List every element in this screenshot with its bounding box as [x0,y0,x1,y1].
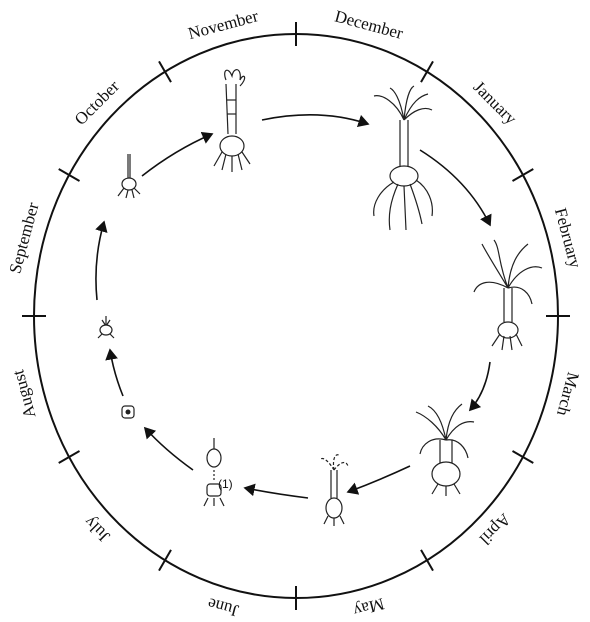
month-label-may: May [351,594,386,621]
arrow-feb-mar [470,362,490,410]
bulb-with-wilting-leaves-icon [320,455,348,526]
month-tick [421,61,433,82]
small-sprout-icon [98,316,114,338]
month-tick [513,451,534,463]
month-label-july: July [80,512,114,546]
divided-bulbs-icon [204,438,224,506]
month-label-august: August [8,368,39,421]
month-tick [159,61,171,82]
month-label-september: September [5,200,42,275]
arrow-oct-nov [142,134,212,176]
month-tick [59,451,80,463]
month-label-february: February [551,206,585,271]
small-dormant-bulb-icon [122,406,134,418]
month-label-december: December [333,6,406,43]
month-tick [159,550,171,571]
young-shoot-with-roots-icon [118,154,140,198]
arrow-dec-feb [420,150,490,225]
month-tick [513,169,534,181]
stage-marker-label: (1) [218,477,233,491]
leafy-plant-with-roots-icon [474,240,542,350]
month-label-october: October [71,76,123,128]
sprouting-bulb-with-roots-icon [214,70,250,172]
arrow-may-jun [245,488,308,498]
month-label-january: January [470,77,521,128]
arrow-jul-aug [110,350,123,396]
arrow-nov-dec [262,115,368,124]
arrow-mar-may [348,466,410,492]
mature-bulb-with-leaves-icon [416,404,474,496]
month-label-june: June [206,594,241,620]
tall-shoot-with-leaves-and-roots-icon [374,86,433,230]
month-ring [34,34,558,598]
arrow-aug-oct [96,222,104,300]
month-ticks [22,22,570,610]
arrow-jun-jul [145,428,193,470]
month-tick [421,550,433,571]
month-tick [59,169,80,181]
month-label-march: March [553,370,583,418]
